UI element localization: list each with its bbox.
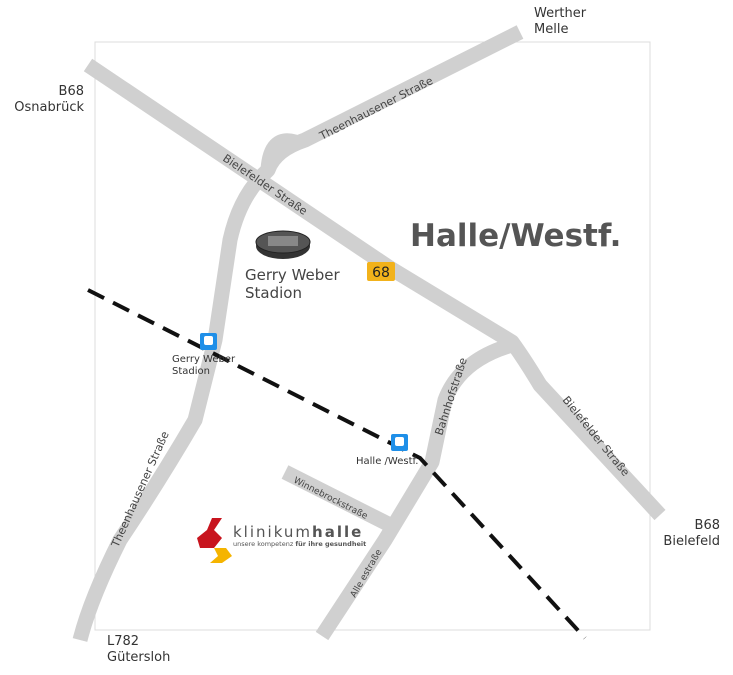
logo-name-light: klinikum xyxy=(233,523,313,541)
destination-werther-melle: Werther Melle xyxy=(534,6,586,38)
road-label-theenhausener-lower: Theenhausener Straße xyxy=(108,429,171,550)
destination-road: B68 xyxy=(694,518,720,533)
destination-city: Melle xyxy=(534,22,569,37)
city-title: Halle/Westf. xyxy=(410,218,622,254)
destination-osnabrueck: B68 Osnabrück xyxy=(14,84,84,116)
road-number-badge: 68 xyxy=(367,262,395,281)
station-label-line1: Gerry Weber xyxy=(172,354,236,365)
destination-guetersloh: L782 Gütersloh xyxy=(107,634,170,666)
train-station-icon[interactable] xyxy=(391,434,408,451)
station-label-halle[interactable]: Halle /Westf. xyxy=(356,456,419,467)
road-label-bielefelder-lower: Bielefelder Straße xyxy=(560,394,632,479)
destination-city: Werther xyxy=(534,6,587,21)
stadium-icon xyxy=(255,230,311,259)
stadium-label-line2: Stadion xyxy=(245,284,302,302)
road-winnebrockstrasse[interactable] xyxy=(281,465,396,533)
klinikum-logo-text: klinikumhalle unsere kompetenz für ihre … xyxy=(233,524,366,549)
destination-road: B68 xyxy=(58,84,84,99)
road-label-bahnhofstrasse: Bahnhofstraße xyxy=(432,356,469,437)
train-station-icon[interactable] xyxy=(200,333,217,350)
road-label-theenhausener-upper: Theenhausener Straße xyxy=(317,74,436,143)
logo-name-bold: halle xyxy=(312,523,364,541)
road-bielefelder-strasse[interactable] xyxy=(83,58,666,521)
stadium-label: Gerry Weber Stadion xyxy=(245,266,340,302)
logo-tagline-light: unsere kompetenz xyxy=(233,540,296,548)
svg-text:68: 68 xyxy=(372,265,390,281)
stadium-label-line1: Gerry Weber xyxy=(245,266,340,284)
destination-city: Bielefeld xyxy=(663,534,720,549)
destination-road: L782 xyxy=(107,634,140,649)
station-label-line2: Stadion xyxy=(172,366,210,377)
logo-tagline-bold: für ihre gesundheit xyxy=(295,540,367,548)
destination-city: Gütersloh xyxy=(107,650,171,665)
station-label-gerry-weber[interactable]: Gerry Weber Stadion xyxy=(172,354,235,378)
road-loop xyxy=(260,133,298,171)
destination-bielefeld: B68 Bielefeld xyxy=(660,518,720,550)
road-bahnhofstrasse[interactable] xyxy=(315,337,515,641)
destination-city: Osnabrück xyxy=(14,100,84,115)
map-frame xyxy=(94,41,651,631)
road-label-winnebrockstrasse: Winnebrockstraße xyxy=(292,476,370,522)
railway-line xyxy=(87,288,587,640)
klinikum-logo-mark xyxy=(197,518,232,563)
